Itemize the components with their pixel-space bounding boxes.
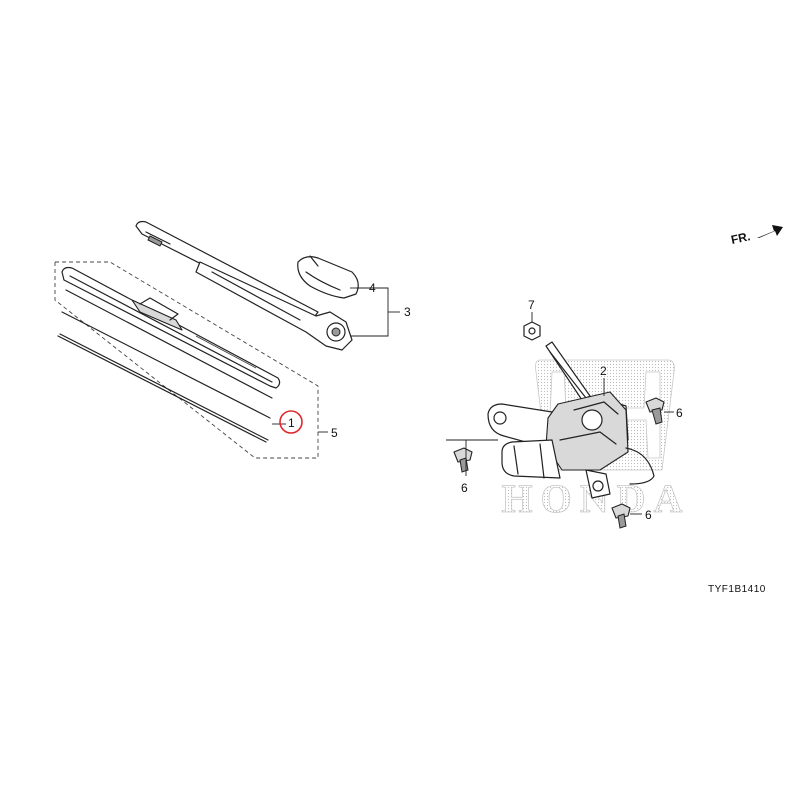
callout-2[interactable]: 2 [600,364,607,378]
callout-6-upper[interactable]: 6 [676,406,683,420]
callout-6-lower[interactable]: 6 [645,508,652,522]
pivot-cap [297,255,359,299]
callout-1[interactable]: 1 [288,416,295,430]
arrow-icon [757,225,783,238]
callout-6-left[interactable]: 6 [461,481,468,495]
wiper-rubber [57,289,273,443]
wiper-arm [135,220,353,351]
bolt-upper-right [645,397,665,425]
leader-lines [272,287,674,515]
bolt-left [453,447,473,473]
callout-5[interactable]: 5 [331,426,338,440]
diagram-code: TYF1B1410 [708,584,766,595]
callout-4[interactable]: 4 [369,281,376,295]
front-direction-arrow: FR. [730,225,783,247]
nut [523,321,541,341]
callout-7[interactable]: 7 [528,298,535,312]
callout-3[interactable]: 3 [404,305,411,319]
wiper-blade [61,266,281,389]
blade-assembly-boundary [54,261,319,459]
callout-1-highlight [279,410,303,434]
wiper-motor [487,341,655,499]
direction-label: FR. [730,229,752,247]
bolt-lower [611,503,631,529]
